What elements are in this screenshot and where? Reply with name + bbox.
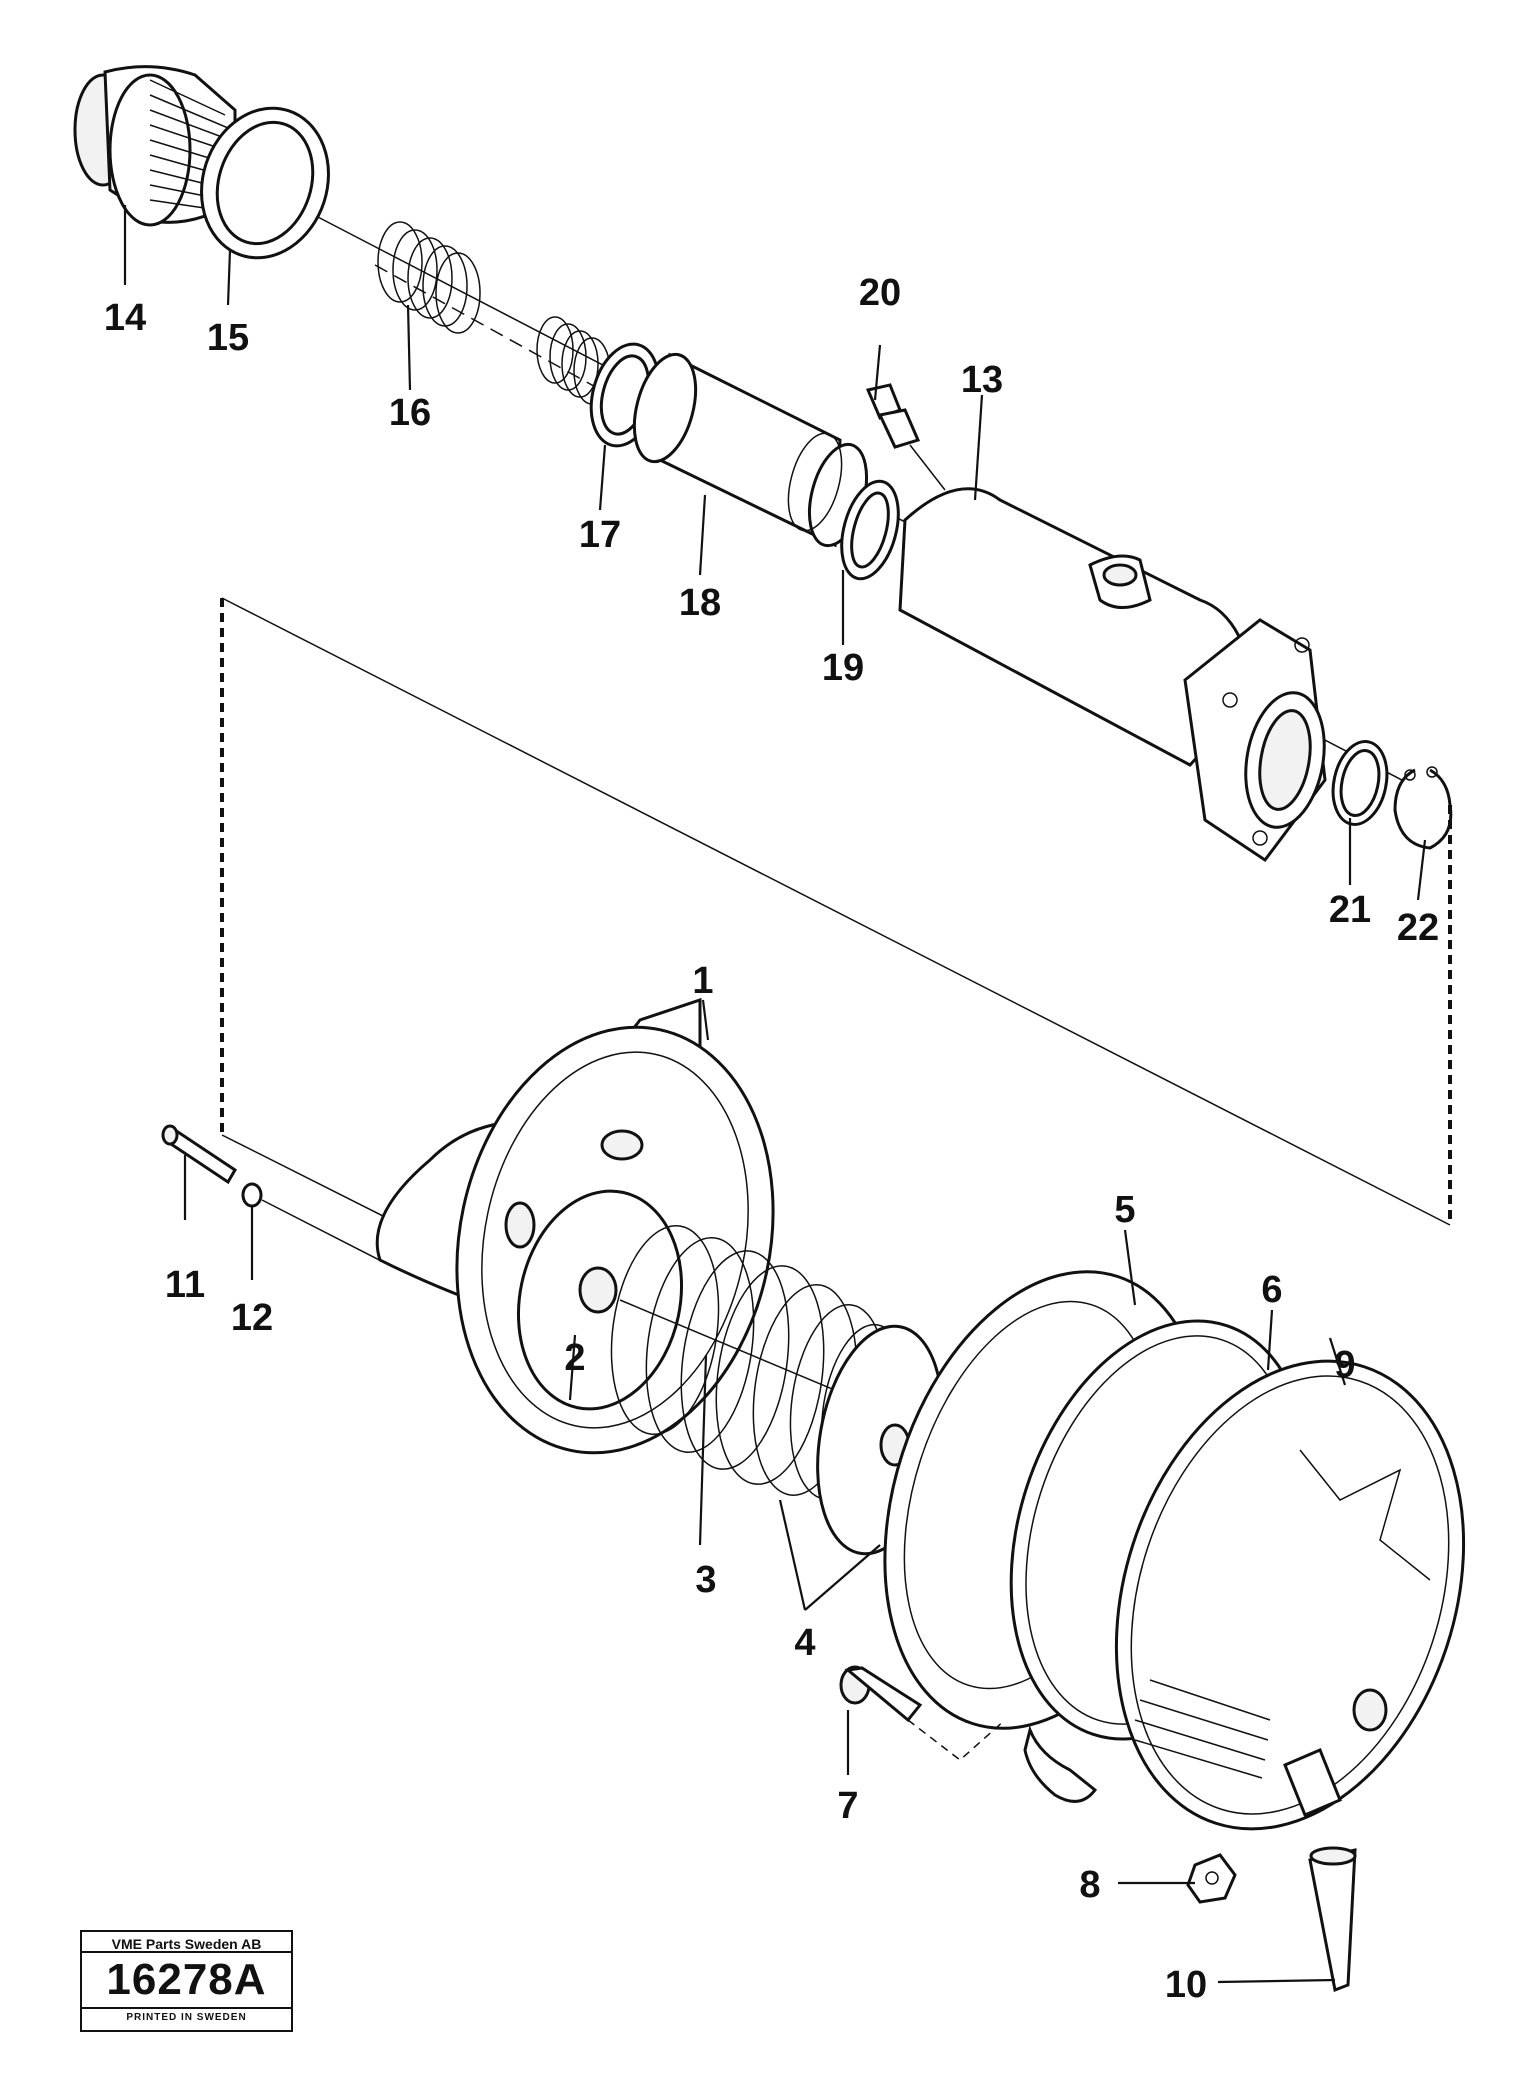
label-part-15: 15: [207, 317, 249, 359]
part-2-plate: [516, 1189, 684, 1411]
stamp-drawing-number: 16278A: [82, 1953, 291, 2009]
part-15-ring: [200, 106, 330, 260]
part-9-cover: [1114, 1359, 1466, 1831]
label-part-9: 9: [1334, 1344, 1355, 1386]
part-20-bleed-nipple: [865, 383, 946, 491]
leader-lines: [123, 205, 1427, 1984]
label-part-1: 1: [692, 960, 713, 1002]
label-part-21: 21: [1329, 889, 1371, 931]
part-22-circlip: [1393, 766, 1453, 850]
label-part-5: 5: [1114, 1189, 1135, 1231]
label-part-13: 13: [961, 359, 1003, 401]
label-part-2: 2: [564, 1337, 585, 1379]
label-part-12: 12: [231, 1297, 273, 1339]
part-labels: 1 2 3 4 5 6 7 8 9 10 11 12 13 14 15 16 1…: [104, 272, 1439, 2006]
label-part-3: 3: [695, 1559, 716, 1601]
label-part-19: 19: [822, 647, 864, 689]
part-10-plug: [1308, 1846, 1357, 1993]
label-part-17: 17: [579, 514, 621, 556]
label-part-18: 18: [679, 582, 721, 624]
label-part-14: 14: [104, 297, 146, 339]
label-part-6: 6: [1261, 1269, 1282, 1311]
part-11-pin: [161, 1124, 238, 1185]
stamp-printed-note: PRINTED IN SWEDEN: [126, 2012, 247, 2023]
label-part-4: 4: [794, 1622, 815, 1664]
label-part-11: 11: [165, 1264, 205, 1306]
label-part-10: 10: [1165, 1964, 1207, 2006]
stamp-company: VME Parts Sweden AB: [82, 1932, 291, 1953]
drawing-stamp: VME Parts Sweden AB 16278A PRINTED IN SW…: [80, 1930, 293, 2032]
assembly-diagonal: [221, 597, 1451, 1226]
part-7-bolt: [839, 1665, 1006, 1761]
part-19-ring: [840, 479, 900, 581]
part-16-spring: [377, 221, 481, 334]
label-part-8: 8: [1079, 1864, 1100, 1906]
label-part-20: 20: [859, 272, 901, 314]
part-8-nut: [1186, 1853, 1237, 1904]
part-13-cylinder-body: [898, 487, 1327, 863]
upper-axis-dashed: [374, 264, 611, 396]
part-18-piston: [632, 352, 868, 548]
part-21-ring: [1331, 740, 1389, 826]
label-part-22: 22: [1397, 907, 1439, 949]
part-12-clip: [241, 1182, 396, 1269]
label-part-7: 7: [837, 1785, 858, 1827]
label-part-16: 16: [389, 392, 431, 434]
